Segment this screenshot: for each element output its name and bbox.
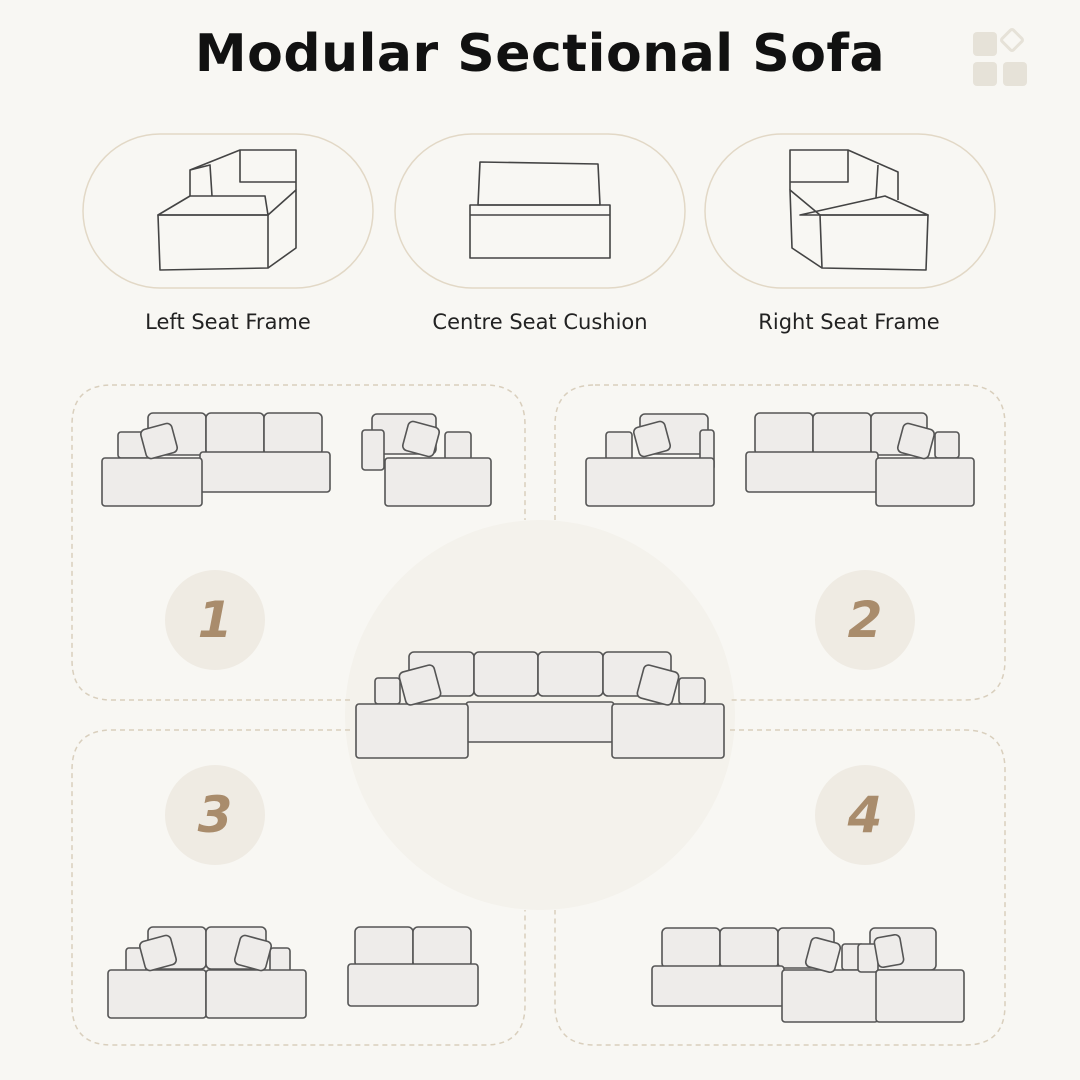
config-1-chair-drawing xyxy=(361,413,492,507)
centre-seat-cushion-drawing xyxy=(469,161,611,259)
right-seat-frame-drawing xyxy=(789,149,929,271)
config-number-3: 3 xyxy=(165,765,265,865)
config-4-chair-drawing xyxy=(857,927,965,1023)
config-4-sectional-drawing xyxy=(651,927,879,1023)
config-2-chair-drawing xyxy=(585,413,715,507)
config-panel-2 xyxy=(554,384,1006,701)
component-label-left-seat-frame: Left Seat Frame xyxy=(145,310,311,334)
config-panel-1 xyxy=(71,384,526,701)
left-seat-frame-drawing xyxy=(157,149,297,271)
config-panel-3 xyxy=(71,729,526,1046)
config-number-2: 2 xyxy=(815,570,915,670)
config-number-4: 4 xyxy=(815,765,915,865)
component-label-right-seat-frame: Right Seat Frame xyxy=(758,310,940,334)
page-title: Modular Sectional Sofa xyxy=(194,24,886,84)
component-oval-left xyxy=(82,133,374,289)
config-2-sectional-drawing xyxy=(745,412,975,507)
four-tiles-icon xyxy=(973,28,1027,86)
component-oval-centre xyxy=(394,133,686,289)
config-panel-4 xyxy=(554,729,1006,1046)
component-oval-right xyxy=(704,133,996,289)
center-u-shaped-sofa-drawing xyxy=(355,651,725,759)
config-1-sectional-drawing xyxy=(101,412,331,507)
config-3-bench-drawing xyxy=(347,926,479,1007)
config-number-1: 1 xyxy=(165,570,265,670)
config-3-loveseat-drawing xyxy=(107,926,307,1019)
component-label-centre-seat-cushion: Centre Seat Cushion xyxy=(432,310,648,334)
